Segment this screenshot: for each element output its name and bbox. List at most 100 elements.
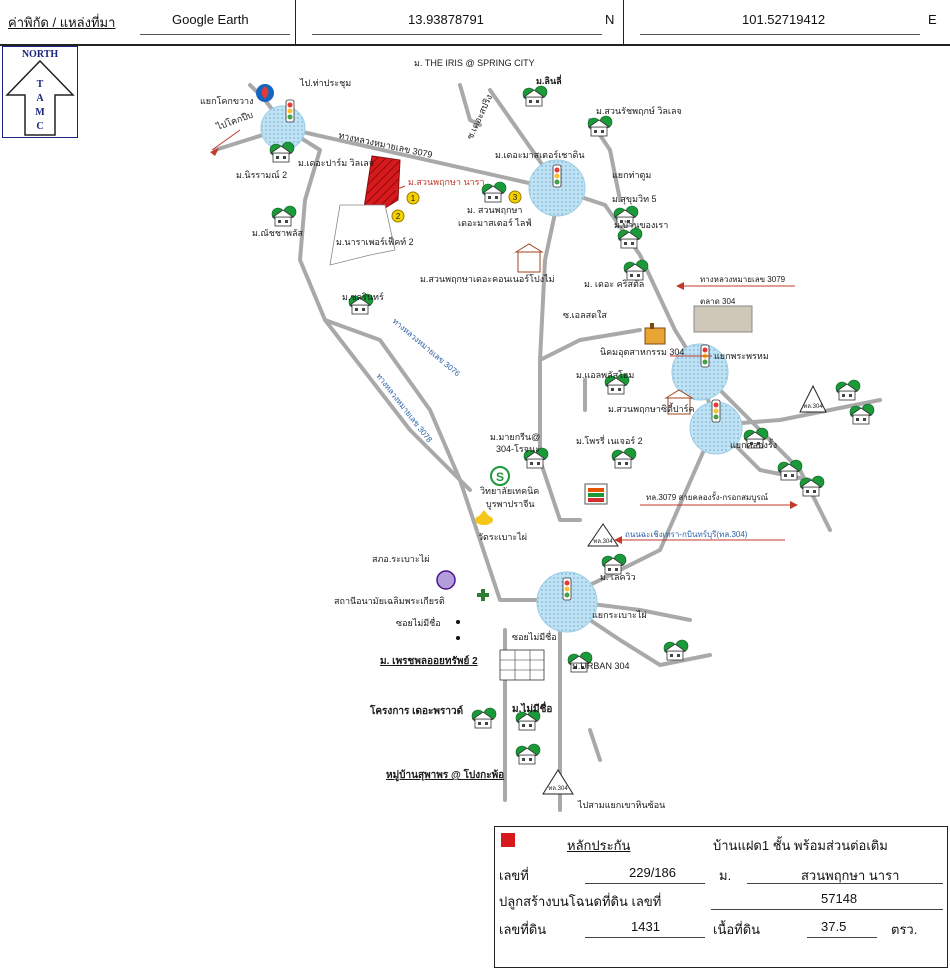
- north-letter: C: [36, 121, 43, 132]
- label-suanrat: ม.สวนรัชพฤกษ์ วิลเลจ: [596, 105, 682, 116]
- police-station-icon: [436, 570, 456, 590]
- label-phrasomm: แยกพระพรหม: [714, 351, 769, 361]
- school-logo-icon: S: [490, 466, 510, 486]
- house-number: 229/186: [629, 865, 676, 880]
- longitude-dir: E: [928, 12, 937, 27]
- north-arrow-icon: NORTH T A M C: [5, 49, 75, 136]
- label-temple: วัดระเบาะไผ่: [478, 532, 527, 542]
- soi-dot: [456, 636, 460, 640]
- label-nirvana2: ม.นิรรามณ์ 2: [236, 169, 287, 180]
- label-petchpollaoy: ม. เพรชพลออยทรัพย์ 2: [380, 655, 478, 667]
- latitude-dir: N: [605, 12, 615, 27]
- marker-2: 2: [391, 209, 405, 223]
- village-house-icon: [271, 205, 297, 227]
- traffic-light-icon: [285, 99, 295, 123]
- village-house-icon: [481, 181, 507, 203]
- highway-shield-icon: ทล.304: [542, 769, 574, 795]
- land-number: 1431: [631, 919, 660, 934]
- svg-text:3: 3: [513, 193, 518, 202]
- svg-text:S: S: [496, 470, 504, 484]
- arrow-head-icon: [790, 501, 798, 509]
- svg-text:ทล.304: ทล.304: [593, 539, 613, 545]
- label-naraperfect: ม.นาราเพอร์เฟ็คท์ 2: [336, 235, 414, 247]
- highway-shield-icon: ทล.304: [587, 523, 619, 547]
- svg-text:1: 1: [411, 194, 416, 203]
- label-suanpruksa-master2: เดอะมาสเตอร์ ไลฟ์: [458, 217, 532, 228]
- deed-label: ปลูกสร้างบนโฉนดที่ดิน เลขที่: [499, 894, 662, 909]
- label-tha-tum: แยกท่าตูม: [612, 170, 651, 181]
- north-arrow-box: NORTH T A M C: [2, 46, 78, 138]
- temple-icon: [475, 510, 493, 525]
- label-palm-village: ม.เดอะปาร์ม วิลเลจ: [298, 157, 374, 168]
- soi-dot: [456, 620, 460, 624]
- north-letter: A: [36, 93, 44, 104]
- gas-station-icon: [256, 84, 274, 102]
- market-photo: [693, 305, 753, 333]
- label-suanpruksa-city: ม.สวนพฤกษาซิตี้ปาร์ค: [608, 402, 695, 414]
- label-project-paradise: โครงการ เดอะพราวด์: [369, 704, 463, 717]
- village-name: สวนพฤกษา นารา: [801, 868, 900, 883]
- north-letter: T: [37, 79, 44, 90]
- village-house-icon: [471, 707, 497, 729]
- village-house-icon: [623, 259, 649, 281]
- label-crystal: ม. เดอะ คริสตัล: [584, 279, 644, 289]
- label-bankongrao: ม.บ้านของเรา: [614, 220, 668, 230]
- label-to-thaprachum: ไป.ท่าประชุม: [299, 78, 351, 89]
- header-divider: [623, 0, 624, 44]
- svg-text:ทล.304: ทล.304: [548, 786, 568, 792]
- header-divider: [295, 0, 296, 44]
- label-sukhumvit5: ม.สุขุมวิท 5: [612, 194, 657, 205]
- village-house-icon: [617, 227, 643, 249]
- label-klongrang: แยกคลองรั้ง: [730, 438, 777, 450]
- area-value: 37.5: [821, 919, 847, 934]
- coord-label: ค่าพิกัด / แหล่งที่มา: [8, 15, 116, 30]
- north-title: NORTH: [22, 49, 59, 60]
- village-house-icon: [587, 115, 613, 137]
- arrow-head-icon: [614, 536, 622, 544]
- highway-shield-icon: ทล.304: [799, 384, 827, 413]
- label-ptt-junction: แยกโคกขวาง: [200, 96, 253, 106]
- legend-swatch: [501, 833, 515, 847]
- number-label: เลขที่: [499, 868, 529, 883]
- label-tl3079-klongrang: ทล.3079 สายคลองรั้ง-กรอกสมบูรณ์: [646, 491, 769, 503]
- label-chonrin: ม.ชลรินทร์: [342, 291, 384, 302]
- location-map: 1 2 3: [200, 58, 882, 812]
- label-industrial: นิคมอุตสาหกรรม 304: [600, 347, 684, 358]
- collateral-info-panel: หลักประกัน บ้านแฝด1 ชั้น พร้อมส่วนต่อเติ…: [494, 826, 948, 968]
- land-no-label: เลขที่ดิน: [499, 922, 547, 937]
- roundabout-icon: [528, 159, 586, 217]
- label-suanpruksa-master: ม. สวนพฤกษา: [467, 205, 522, 215]
- label-rabopai: แยกระเบาะไผ่: [592, 610, 647, 620]
- area-label: เนื้อที่ดิน: [713, 922, 761, 937]
- label-lakeview: ม. เลควิว: [600, 572, 636, 582]
- label-hw3078: ทางหลวงหมายเลข 3078: [374, 372, 434, 445]
- village-house-icon: [663, 639, 689, 661]
- village-house-icon: [522, 85, 548, 107]
- condo-building-icon: [514, 243, 544, 273]
- roundabout-icon: [671, 343, 729, 401]
- label-to-saamyaek: ไปสามแยกเขาหินซ้อน: [577, 800, 665, 810]
- area-unit: ตรว.: [891, 922, 918, 937]
- marker-3: 3: [508, 190, 522, 204]
- subject-parcel: [363, 155, 401, 209]
- deed-number: 57148: [821, 891, 858, 906]
- latitude-value: 13.93878791: [408, 12, 484, 27]
- roundabout-icon: [260, 105, 306, 151]
- roundabout-icon: [536, 571, 598, 633]
- label-alphahome: ม.แอลพลัสโฮม: [576, 370, 634, 380]
- village-house-icon: [799, 475, 825, 497]
- label-college: วิทยาลัยเทคนิค: [480, 486, 539, 496]
- moo-label: ม.: [719, 868, 732, 883]
- traffic-light-icon: [552, 164, 562, 188]
- village-house-icon: [835, 379, 861, 401]
- arrow-head-icon: [676, 282, 684, 290]
- label-noname-village: ม.ไม่มีชื่อ: [512, 701, 552, 715]
- label-hw3079-right: ทางหลวงหมายเลข 3079: [700, 275, 786, 284]
- label-condo: ม.สวนพฤกษาเดอะคอนเนอร์โปงไม่: [420, 273, 555, 284]
- label-health: สถานีอนามัยเฉลิมพระเกียรติ: [334, 596, 445, 606]
- label-linlee: ม.ลินลี่: [536, 74, 562, 86]
- adjacent-parcel: [329, 204, 396, 266]
- label-police: สภอ.ระเบาะไผ่: [372, 554, 429, 564]
- source-value: Google Earth: [172, 12, 249, 27]
- label-nattaphon: ม.ณัชชาพลัส: [252, 228, 304, 238]
